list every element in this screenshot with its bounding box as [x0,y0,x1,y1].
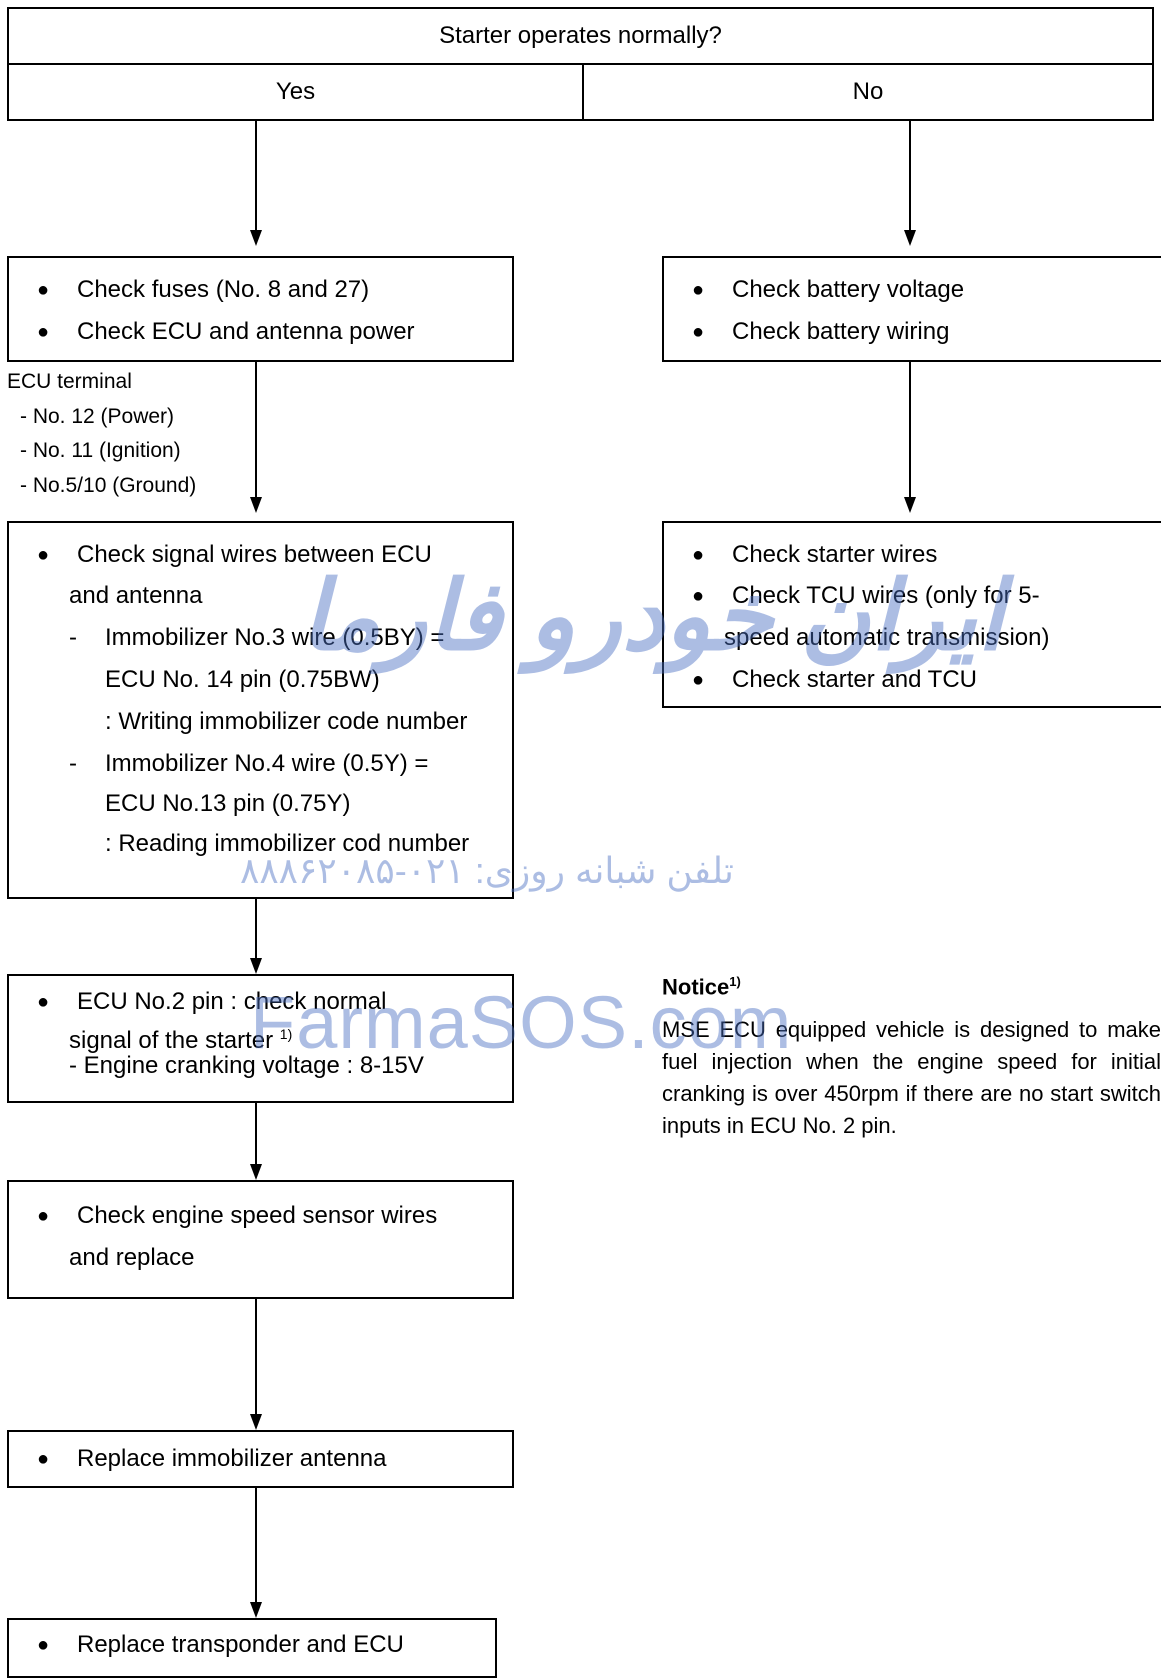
arrowhead-yes-6 [250,1602,262,1618]
bullet-continuation: speed automatic transmission) [724,624,1050,651]
ecu-terminal-item: - No. 11 (Ignition) [20,439,181,462]
bullet-item: Check starter and TCU [692,660,977,700]
yes-step-replace-transponder: Replace transponder and ECU [7,1618,497,1678]
no-step-check-battery: Check battery voltage Check battery wiri… [662,256,1161,362]
yes-step-replace-antenna: Replace immobilizer antenna [7,1430,514,1488]
bullet-item: Check engine speed sensor wires [37,1196,437,1236]
arrowhead-yes-5 [250,1414,262,1430]
bullet-item: Replace immobilizer antenna [37,1439,387,1479]
header-question: Starter operates normally? [439,22,722,49]
sub-item-line: : Writing immobilizer code number [105,708,468,735]
header-yes-label: Yes [275,78,316,105]
ecu-terminal-item: - No.5/10 (Ground) [20,474,197,497]
arrowhead-no-2 [904,497,916,513]
bullet-item: Check signal wires between ECU [37,535,432,575]
connector-yes-3 [255,899,257,961]
connector-yes-6 [255,1488,257,1604]
yes-step-ecu-no2-pin: ECU No.2 pin : check normal signal of th… [7,974,514,1103]
bullet-item: Replace transponder and ECU [37,1625,404,1665]
ecu-terminal-title: ECU terminal [7,370,132,393]
connector-no-2 [909,362,911,498]
header-no-label: No [852,78,884,105]
arrowhead-yes-1 [250,230,262,246]
connector-yes-1 [255,121,257,231]
notice-text: MSE ECU equipped vehicle is designed to … [662,1017,1161,1138]
yes-step-check-signal-wires: Check signal wires between ECU and anten… [7,521,514,899]
notice-title: Notice1) [662,974,741,1000]
bullet-item: Check battery voltage [692,270,964,310]
bullet-item: ECU No.2 pin : check normal [37,986,386,1018]
sub-item-line: Immobilizer No.3 wire (0.5BY) = [105,624,445,651]
sub-dash: - [69,750,77,777]
connector-yes-5 [255,1299,257,1415]
arrowhead-yes-3 [250,958,262,974]
bullet-item: Check battery wiring [692,312,949,352]
bullet-continuation: and replace [69,1244,195,1271]
bullet-item: Check fuses (No. 8 and 27) [37,270,369,310]
arrowhead-yes-4 [250,1164,262,1180]
arrowhead-yes-2 [250,497,262,513]
header-no-box [582,63,1154,121]
sub-item-line: - Engine cranking voltage : 8-15V [69,1052,424,1079]
bullet-item: Check starter wires [692,535,937,575]
ecu-terminal-item: - No. 12 (Power) [20,405,175,428]
connector-yes-4 [255,1103,257,1165]
bullet-item: Check TCU wires (only for 5- [692,576,1040,616]
yes-step-check-fuses: Check fuses (No. 8 and 27) Check ECU and… [7,256,514,362]
sub-item-line: : Reading immobilizer cod number [105,830,470,857]
bullet-continuation: signal of the starter 1) [69,1026,293,1054]
bullet-item: Check ECU and antenna power [37,312,415,352]
bullet-continuation: and antenna [69,582,203,609]
sub-item-line: ECU No.13 pin (0.75Y) [105,790,351,817]
arrowhead-no-1 [904,230,916,246]
connector-yes-2 [255,362,257,498]
sub-item-line: Immobilizer No.4 wire (0.5Y) = [105,750,429,777]
yes-step-engine-speed-sensor: Check engine speed sensor wires and repl… [7,1180,514,1299]
sub-item-line: ECU No. 14 pin (0.75BW) [105,666,380,693]
sub-dash: - [69,624,77,651]
connector-no-1 [909,121,911,231]
no-step-check-starter: Check starter wires Check TCU wires (onl… [662,521,1161,708]
header-yes-box [7,63,584,121]
